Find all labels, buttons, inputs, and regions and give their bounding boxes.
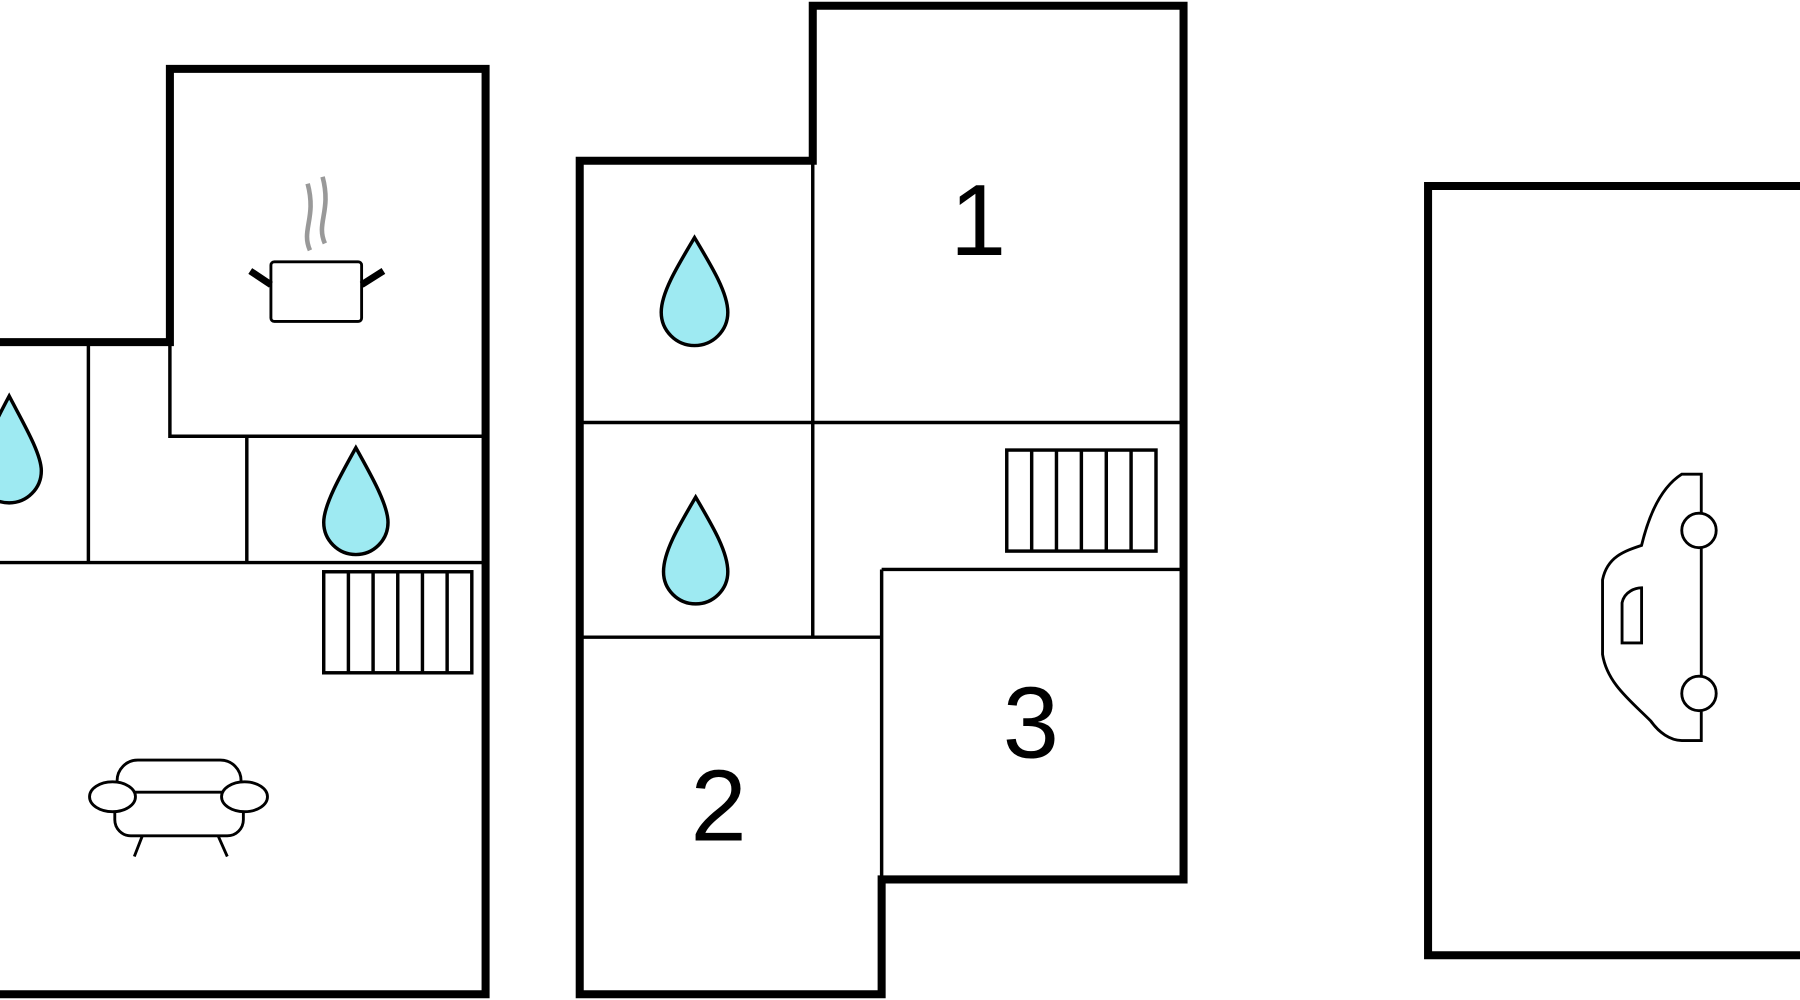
sofa-icon — [88, 758, 269, 858]
middle-building: 1 2 3 — [575, 1, 1188, 999]
left-building — [0, 64, 490, 999]
water-drop-icon — [322, 444, 390, 557]
stairs-icon — [322, 570, 474, 675]
garage — [1424, 181, 1800, 960]
room-label-1: 1 — [950, 165, 1006, 277]
stairs-icon — [1005, 448, 1158, 553]
water-drop-icon — [0, 392, 44, 505]
car-icon — [1601, 472, 1718, 742]
water-drop-icon — [661, 493, 730, 606]
room-label-2: 2 — [691, 750, 747, 862]
water-drop-icon — [659, 234, 730, 348]
kitchen-pot-icon — [248, 176, 386, 323]
room-label-3: 3 — [1003, 668, 1059, 780]
